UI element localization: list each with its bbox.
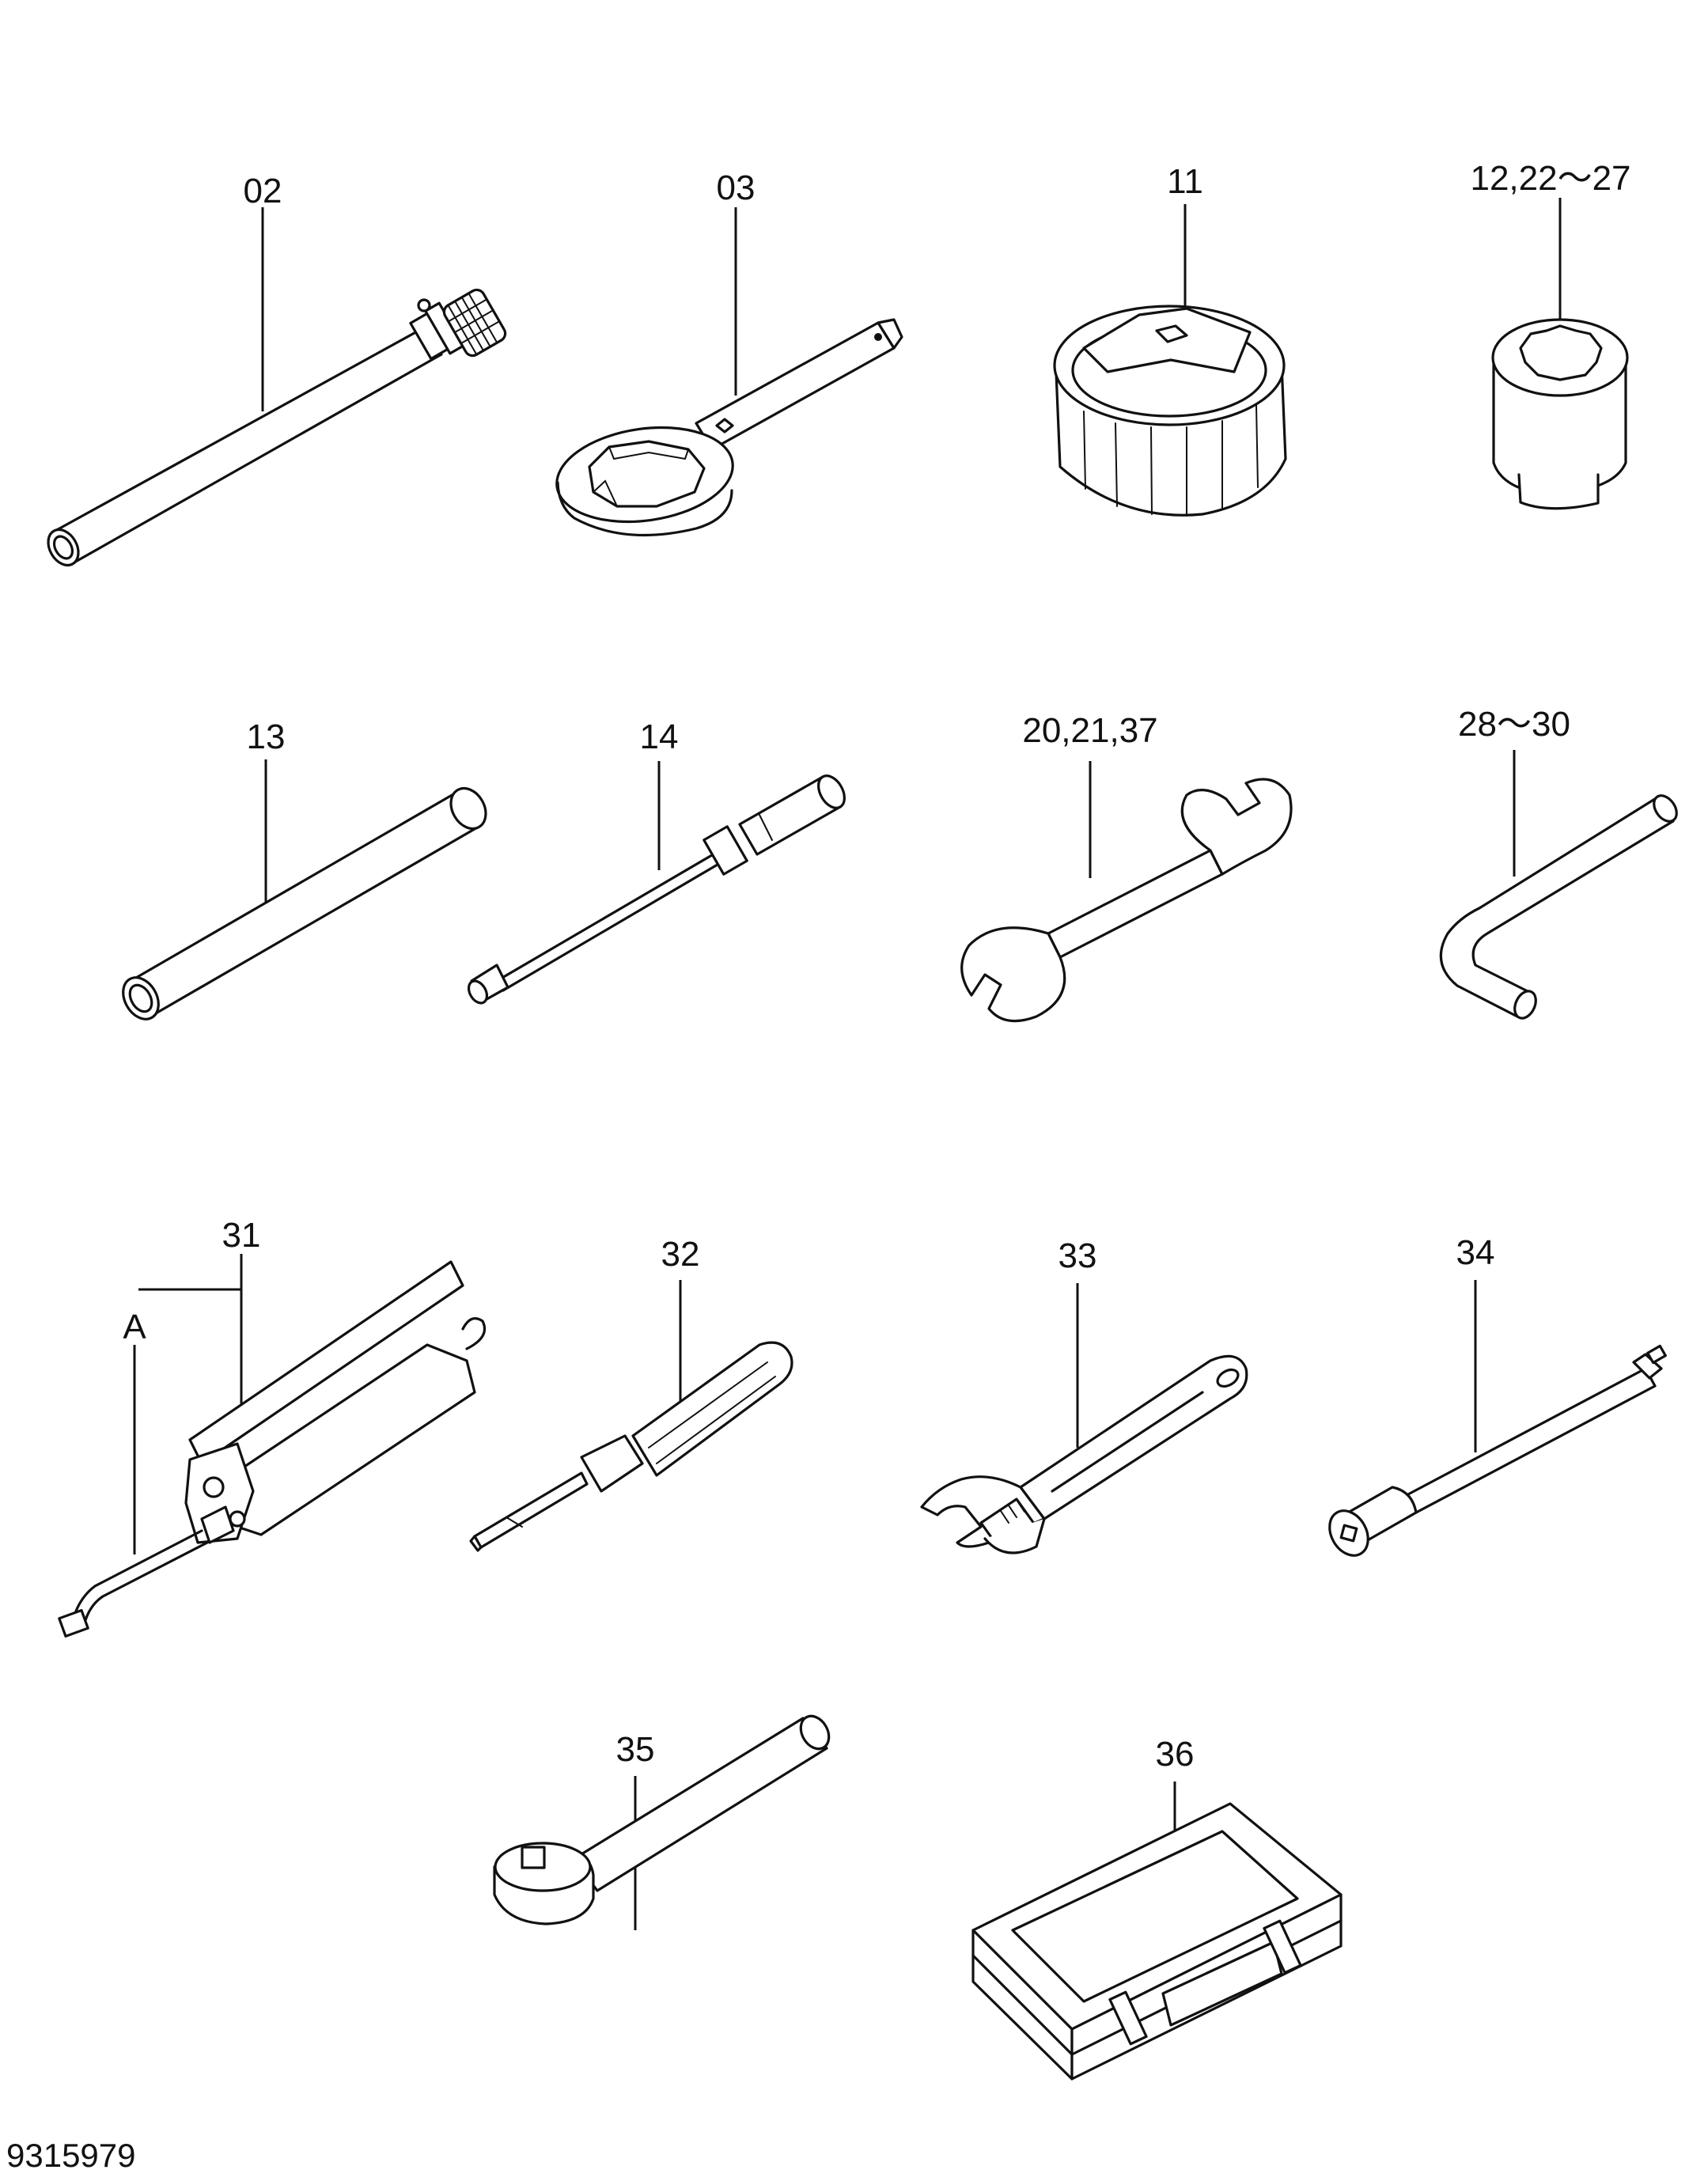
document-number: 9315979 <box>6 2137 136 2174</box>
screwdriver-icon <box>469 1280 793 1552</box>
ratchet-handle-icon <box>493 1714 831 1930</box>
part-label-32: 32 <box>661 1235 700 1274</box>
part-label-33: 33 <box>1058 1236 1097 1275</box>
part-label-31: 31 <box>222 1216 261 1255</box>
part-label-35: 35 <box>615 1730 655 1769</box>
grease-gun-icon <box>58 1254 487 1638</box>
part-label-36: 36 <box>1155 1735 1195 1774</box>
part-label-03: 03 <box>716 168 756 207</box>
cup-wrench-icon <box>1053 204 1287 517</box>
adjustable-wrench-icon <box>920 1283 1248 1554</box>
socket-icon <box>1491 198 1629 510</box>
socket-extension-icon <box>1328 1280 1667 1557</box>
part-label-13: 13 <box>246 718 286 756</box>
part-label-12-22-27: 12,22～27 <box>1470 159 1631 198</box>
part-label-a: A <box>123 1308 146 1346</box>
open-end-wrench-icon <box>960 761 1293 1023</box>
part-label-34: 34 <box>1456 1233 1495 1272</box>
part-label-20-21-37: 20,21,37 <box>1022 711 1158 750</box>
ring-spanner-icon <box>555 207 903 537</box>
part-label-02: 02 <box>243 172 282 210</box>
pipe-bar-icon <box>122 759 487 1020</box>
extension-bar-icon <box>47 207 507 567</box>
socket-driver-icon <box>467 761 846 1005</box>
part-label-11: 11 <box>1167 162 1203 201</box>
part-label-28-30: 28～30 <box>1458 705 1570 744</box>
hex-key-icon <box>1439 750 1678 1020</box>
tool-case-icon <box>971 1782 1343 2081</box>
part-label-14: 14 <box>639 718 679 756</box>
